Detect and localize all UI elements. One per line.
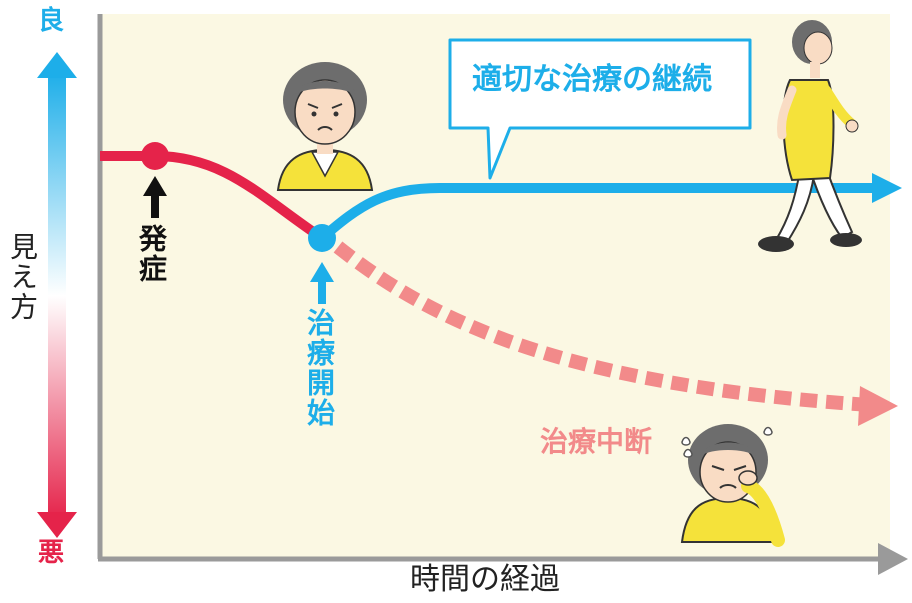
treatment-start-label: 治療開始	[303, 308, 336, 428]
tear-drops-icon	[681, 426, 773, 458]
onset-point	[141, 142, 169, 170]
crying-woman-icon	[680, 424, 785, 547]
treatment-start-point	[308, 224, 336, 252]
callout-bubble	[448, 38, 752, 180]
x-axis-label: 時間の経過	[410, 562, 560, 597]
worried-woman-icon	[276, 62, 374, 191]
interrupted-line	[333, 241, 871, 412]
y-axis-label: 見え方	[6, 232, 39, 322]
onset-label: 発症	[135, 224, 168, 284]
bad-label: 悪	[38, 538, 65, 568]
callout-text: 適切な治療の継続	[472, 62, 712, 97]
vision-scale-bar	[48, 72, 66, 520]
walking-woman-icon	[758, 20, 862, 252]
treatment-stop-label: 治療中断	[540, 425, 653, 458]
x-axis-arrowhead	[878, 543, 908, 575]
scale-down-arrow-icon	[37, 512, 77, 538]
interrupted-arrowhead	[858, 386, 898, 426]
scale-up-arrow-icon	[37, 52, 77, 78]
onset-arrow-icon	[143, 176, 167, 218]
maintained-arrowhead	[872, 173, 902, 203]
good-label: 良	[38, 6, 65, 36]
start-arrow-icon	[310, 262, 334, 304]
maintained-line	[318, 183, 878, 242]
